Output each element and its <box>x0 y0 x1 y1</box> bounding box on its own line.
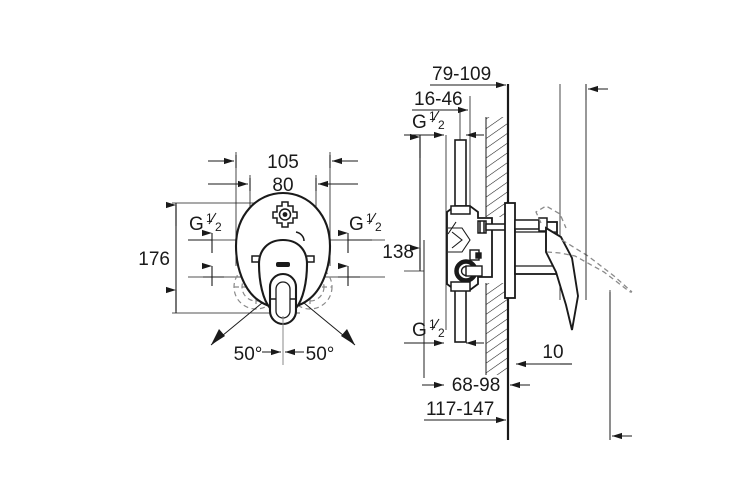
cover-shoulder-marks <box>251 231 315 263</box>
dimension-79-109-label: 79-109 <box>432 64 491 85</box>
thread-label-front-right: G 1 2 <box>338 211 382 286</box>
thread-label-front-left-denominator: 2 <box>215 220 222 234</box>
escutcheon-flange <box>504 202 516 299</box>
diverter-spindle <box>514 217 548 232</box>
thread-label-side-bottom-g: G <box>412 320 427 341</box>
handle-grip-inner <box>275 281 291 319</box>
thread-label-front-right-denominator: 2 <box>375 220 382 234</box>
thread-label-front-left-numerator: 1 <box>206 211 213 225</box>
dimension-176: 176 <box>138 201 177 313</box>
angle-right-label: 50° <box>306 344 335 365</box>
front-view-group: 105 80 176 G 1 2 <box>138 152 385 365</box>
port-ring-icon <box>454 259 483 283</box>
side-boss <box>469 249 482 261</box>
dimension-105-label: 105 <box>267 152 299 173</box>
faucet-body-front <box>233 191 333 326</box>
dimension-16-46-label: 16-46 <box>414 89 463 110</box>
dimension-68-98-label: 68-98 <box>452 375 501 396</box>
thread-label-side-top-g: G <box>412 112 427 133</box>
dimension-117-147-label: 117-147 <box>426 399 494 420</box>
dimension-68-98: 68-98 <box>422 375 530 396</box>
thread-label-front-left: G 1 2 <box>188 211 224 286</box>
dimension-176-label: 176 <box>138 249 170 270</box>
dimension-10: 10 <box>516 342 572 368</box>
dimension-105: 105 <box>208 152 358 173</box>
angle-left-label: 50° <box>234 344 263 365</box>
thread-label-front-right-numerator: 1 <box>366 211 373 225</box>
right-reference-arrows <box>585 84 632 440</box>
dimension-79-109: 79-109 <box>430 64 506 89</box>
handle-lever <box>545 226 579 331</box>
body-internal-ribs <box>447 221 471 253</box>
thread-label-front-left-g: G <box>189 214 204 235</box>
side-view-group: 79-109 16-46 G 1 2 <box>382 64 633 440</box>
diverter-knob-icon <box>272 201 298 228</box>
dimension-10-label: 10 <box>542 342 563 363</box>
dimension-138: 138 <box>382 133 424 272</box>
connection-nipple-upper <box>477 220 509 234</box>
thread-label-side-bottom-numerator: 1 <box>429 317 436 331</box>
dimension-138-label: 138 <box>382 242 414 263</box>
thread-label-front-right-g: G <box>349 214 364 235</box>
handle-lever-ghost <box>535 205 633 293</box>
thread-label-side-top-denominator: 2 <box>438 118 445 132</box>
thread-label-side-bottom: G 1 2 <box>404 317 484 347</box>
pipe-collars <box>450 205 471 292</box>
thread-label-side-top: G 1 2 <box>404 109 484 139</box>
dimension-16-46: 16-46 <box>412 89 468 114</box>
dimension-80-label: 80 <box>272 175 293 196</box>
dimension-80: 80 <box>208 175 358 196</box>
lever-slot <box>276 262 290 267</box>
dimension-117-147: 117-147 <box>424 399 506 424</box>
thread-label-side-top-numerator: 1 <box>429 109 436 123</box>
angle-leaders <box>210 302 356 365</box>
mixer-body-side <box>446 139 633 343</box>
thread-label-side-bottom-denominator: 2 <box>438 326 445 340</box>
